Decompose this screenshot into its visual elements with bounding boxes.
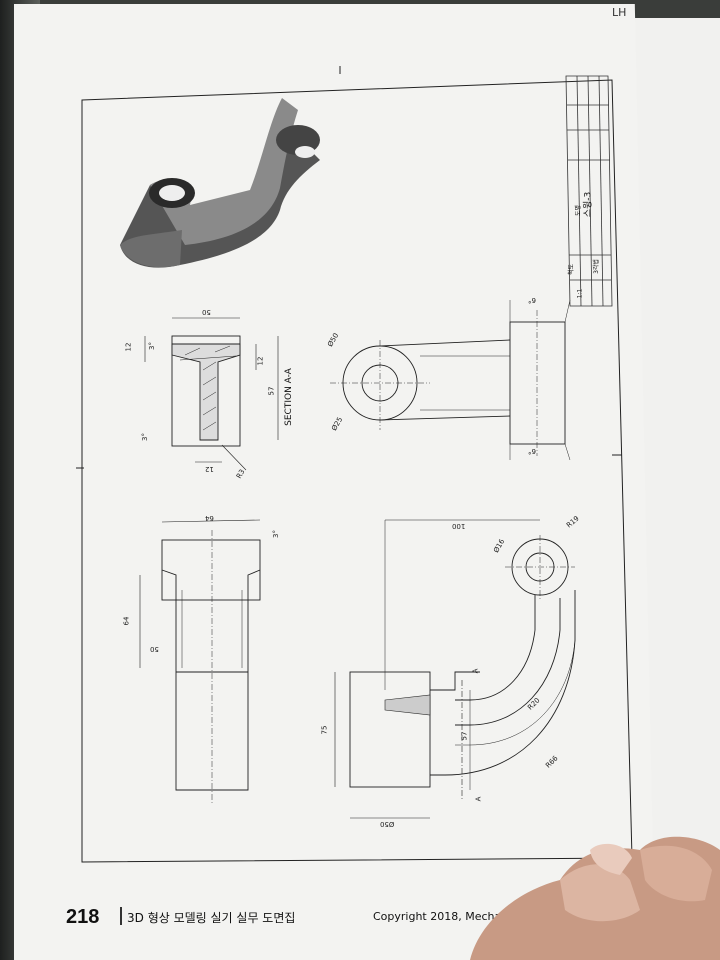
footer-divider bbox=[120, 907, 122, 925]
book-title: 3D 형상 모델링 실기 실무 도면집 bbox=[127, 911, 296, 925]
arm-view bbox=[334, 519, 576, 819]
page-number: 218 bbox=[66, 906, 100, 928]
title-block bbox=[565, 75, 613, 307]
copyright: Copyright 2018, Mechapia C bbox=[373, 910, 530, 923]
book-page bbox=[14, 4, 654, 960]
isometric-part bbox=[120, 98, 320, 268]
top-view bbox=[330, 299, 571, 461]
next-page-text: LH bbox=[612, 6, 627, 19]
section-view bbox=[144, 317, 279, 471]
front-view bbox=[139, 519, 261, 805]
